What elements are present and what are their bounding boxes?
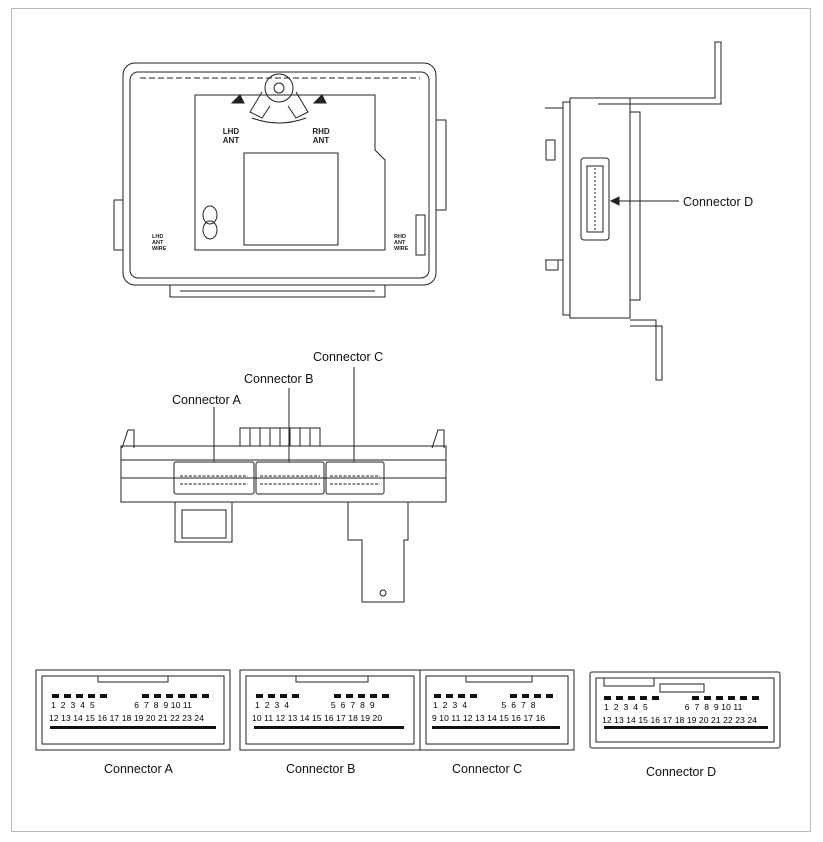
module-top-view bbox=[113, 62, 447, 298]
connector-d-top-pins: 1 2 3 4 5 6 7 8 9 10 11 bbox=[604, 702, 743, 712]
lhd-ant-label: LHD ANT bbox=[222, 127, 240, 145]
connector-d-callout: Connector D bbox=[683, 195, 754, 209]
connector-a-caption: Connector A bbox=[104, 762, 173, 776]
connector-b-callout: Connector B bbox=[244, 372, 314, 386]
rhd-ant-label: RHD ANT bbox=[312, 127, 330, 145]
lhd-ant-wire-label: LHD ANT WIRE bbox=[152, 234, 167, 252]
connector-b-caption: Connector B bbox=[286, 762, 356, 776]
connector-d-caption: Connector D bbox=[646, 765, 717, 779]
connector-c-top-pins: 1 2 3 4 5 6 7 8 bbox=[433, 700, 536, 710]
connector-c-caption: Connector C bbox=[452, 762, 523, 776]
diagram-frame bbox=[11, 8, 811, 832]
connector-a-bottom-pins: 12 13 14 15 16 17 18 19 20 21 22 23 24 bbox=[49, 713, 205, 723]
connector-c-bottom-pins: 9 10 11 12 13 14 15 16 17 16 bbox=[432, 713, 546, 723]
connector-b-bottom-pins: 10 11 12 13 14 15 16 17 18 19 20 bbox=[252, 713, 383, 723]
connector-d-bottom-pins: 12 13 14 15 16 17 18 19 20 21 22 23 24 bbox=[602, 715, 758, 725]
connector-faces bbox=[35, 669, 781, 751]
rhd-ant-wire-label: RHD ANT WIRE bbox=[394, 234, 409, 252]
connector-a-top-pins: 1 2 3 4 5 6 7 8 9 10 11 bbox=[51, 700, 192, 710]
module-front-view bbox=[120, 367, 447, 603]
connector-b-top-pins: 1 2 3 4 5 6 7 8 9 bbox=[255, 700, 375, 710]
connector-c-callout: Connector C bbox=[313, 350, 384, 364]
connector-a-callout: Connector A bbox=[172, 393, 241, 407]
module-side-view bbox=[545, 41, 722, 381]
